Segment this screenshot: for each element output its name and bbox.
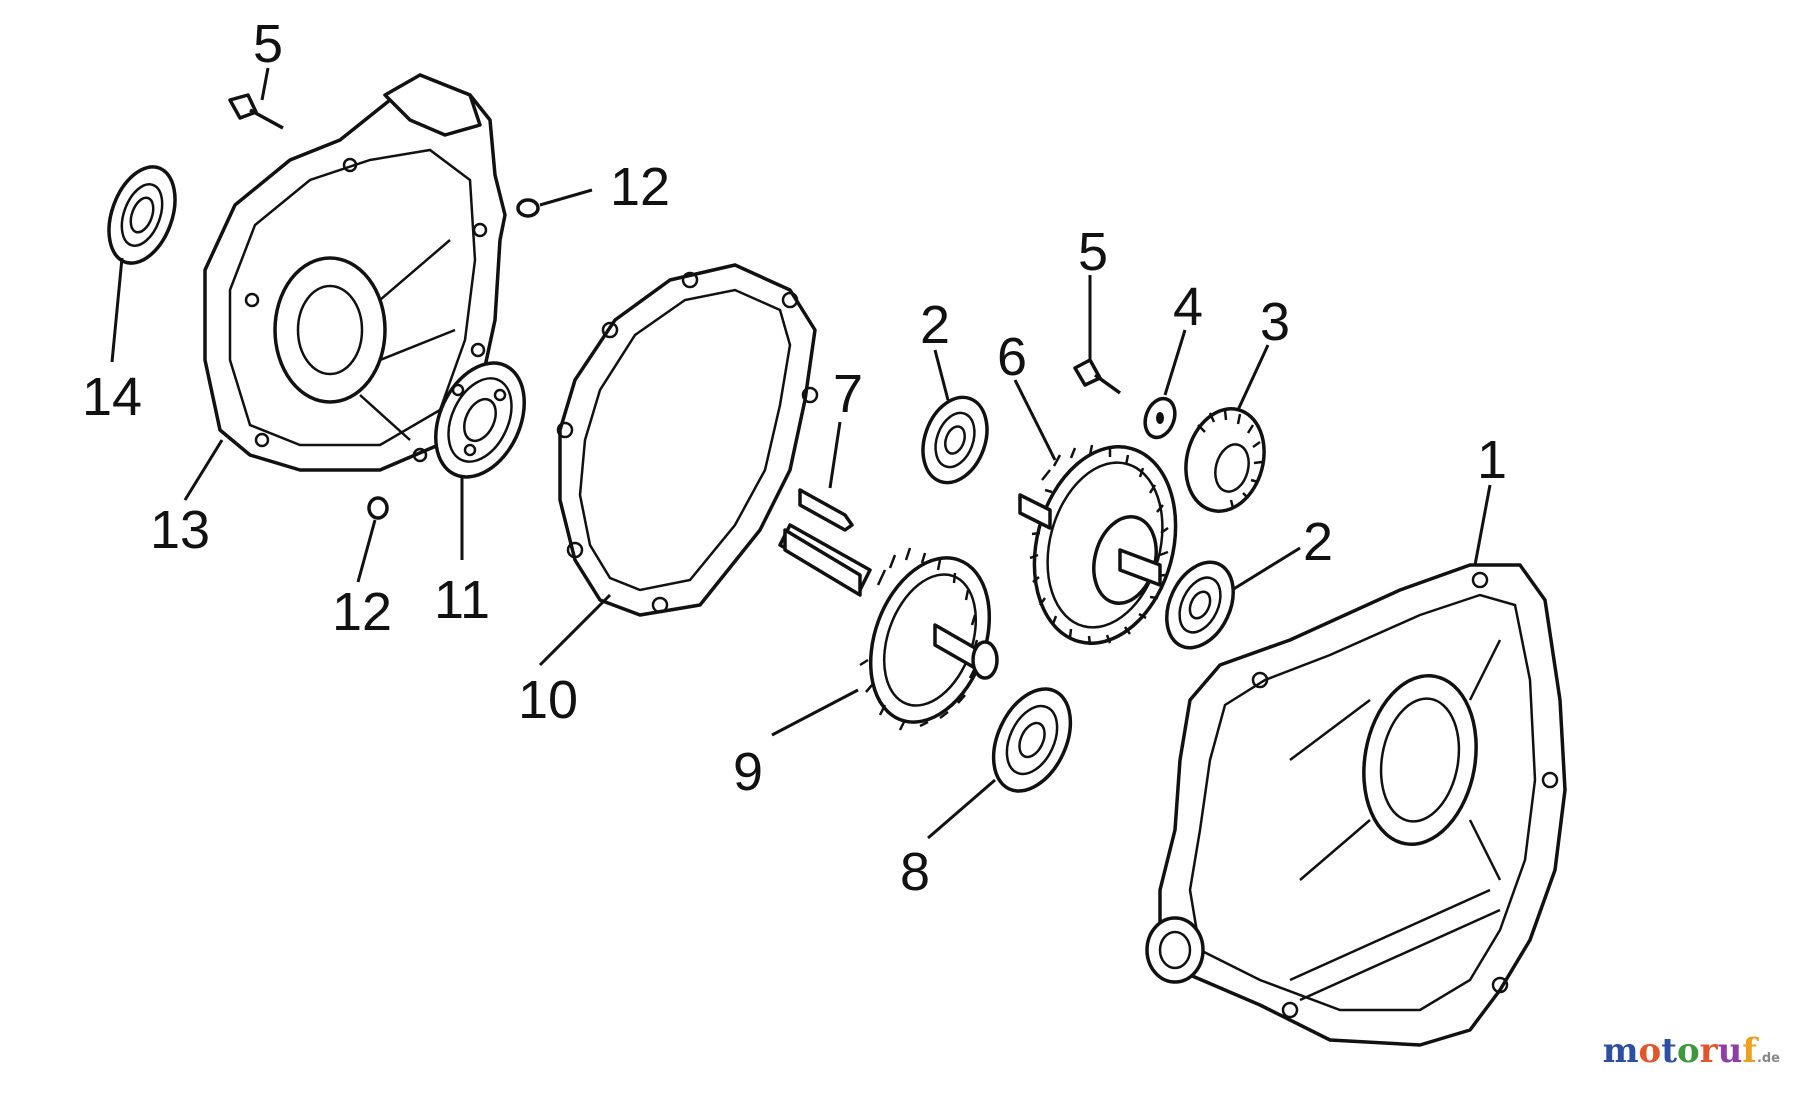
washer-part-4	[1143, 396, 1177, 440]
leader-6	[1013, 379, 1057, 461]
leader-12-lower	[356, 519, 377, 583]
logo-letter: o	[1638, 1031, 1662, 1071]
logo-letter: r	[1699, 1031, 1718, 1071]
callout-2-upper: 2	[920, 295, 950, 355]
callout-8: 8	[900, 842, 930, 902]
dowel-pin-part-12-upper	[516, 198, 540, 218]
callout-12-lower: 12	[332, 582, 392, 642]
oil-seal-part-14	[107, 165, 177, 265]
output-shaft-gear-part-9	[778, 523, 999, 731]
leader-1	[1473, 484, 1492, 566]
logo-letter: u	[1717, 1031, 1743, 1071]
countershaft-gear-part-6	[1018, 444, 1178, 646]
callout-5-right: 5	[1078, 222, 1108, 282]
small-gear-part-3	[1184, 407, 1266, 513]
leader-2-lower	[1231, 546, 1301, 592]
crankcase-cover-part-13	[203, 73, 507, 472]
logo-letter: m	[1602, 1031, 1639, 1071]
callout-2-lower: 2	[1303, 512, 1333, 572]
callout-14: 14	[82, 367, 142, 427]
callout-11: 11	[434, 570, 490, 630]
logo-suffix: .de	[1756, 1051, 1780, 1066]
leader-8	[927, 778, 996, 840]
callout-labels: 5 12 14 13 12 11 10 7 9 8 2 6 5 4 3 2 1	[82, 14, 1507, 902]
leader-10	[538, 593, 612, 667]
motoruf-logo-watermark: motoruf.de	[1603, 1031, 1780, 1071]
callout-13: 13	[150, 500, 210, 560]
leader-7	[828, 421, 842, 489]
crankcase-part-1	[1145, 563, 1567, 1047]
bolt-part-5-left	[228, 93, 284, 130]
dowel-pin-part-12-lower	[367, 496, 389, 520]
callout-7: 7	[833, 364, 863, 424]
leader-5-left	[260, 67, 270, 101]
bearing-part-2-upper	[921, 395, 989, 485]
callout-6: 6	[997, 327, 1027, 387]
callout-1: 1	[1477, 430, 1507, 490]
logo-letter: o	[1676, 1031, 1700, 1071]
leader-2-upper	[933, 349, 950, 401]
logo-letter: t	[1661, 1031, 1677, 1071]
leader-3	[1236, 344, 1270, 411]
callout-5-left: 5	[253, 14, 283, 74]
ball-bearing-part-11	[434, 361, 526, 479]
callout-12-upper: 12	[610, 157, 670, 217]
bearing-part-2-lower	[1165, 560, 1235, 650]
leader-9	[771, 688, 859, 737]
callout-3: 3	[1260, 292, 1290, 352]
logo-text: motoruf	[1603, 1031, 1757, 1071]
leader-13	[183, 439, 224, 501]
gasket-part-10	[556, 263, 819, 617]
leader-4	[1163, 329, 1187, 396]
bolt-part-5-right	[1073, 358, 1122, 395]
leader-12-upper	[539, 188, 593, 207]
leader-14	[110, 257, 124, 363]
callout-4: 4	[1173, 277, 1203, 337]
callout-10: 10	[518, 670, 578, 730]
woodruff-key-part-7	[798, 488, 854, 532]
bearing-part-8	[991, 687, 1073, 793]
callout-9: 9	[733, 742, 763, 802]
logo-letter: f	[1742, 1031, 1757, 1071]
leader-lines	[110, 67, 1492, 840]
